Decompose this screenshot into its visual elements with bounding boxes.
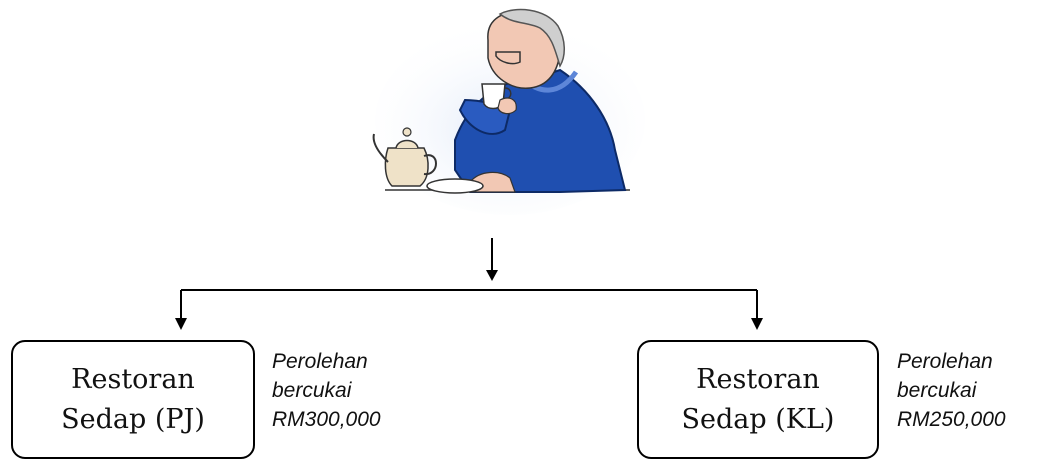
branch-box-pj: Restoran Sedap (PJ) [11,340,255,459]
tree-connectors [180,238,758,320]
taxable-revenue-note-pj: Perolehan bercukai RM300,000 [272,347,381,434]
top-arrow-head-icon [486,270,498,281]
note-line3: RM250,000 [897,408,1006,431]
note-line2: bercukai [897,379,977,402]
right-arrow-head-icon [751,318,763,330]
note-line3: RM300,000 [272,408,381,431]
man-drinking-tea-illustration [372,8,645,215]
branch-box-kl: Restoran Sedap (KL) [637,340,879,459]
note-line2: bercukai [272,379,352,402]
note-line1: Perolehan [897,350,993,373]
note-line1: Perolehan [272,350,368,373]
branch-name-line1: Restoran [696,363,820,395]
branch-name-line2: Sedap (KL) [681,403,835,435]
branch-name-line2: Sedap (PJ) [61,403,205,435]
taxable-revenue-note-kl: Perolehan bercukai RM250,000 [897,347,1006,434]
left-arrow-head-icon [175,318,187,330]
branch-name-line1: Restoran [71,363,195,395]
